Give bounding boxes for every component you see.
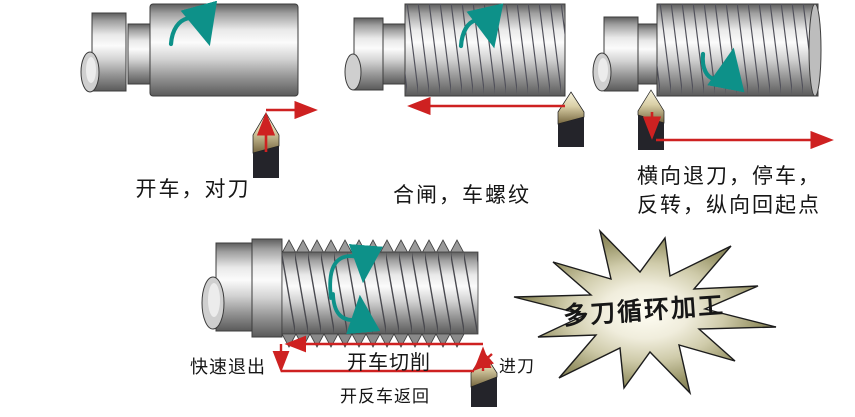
workpiece2-groove — [382, 23, 406, 85]
workpiece3-end-highlight — [598, 58, 608, 82]
toolpath-arrows-step1 — [256, 100, 318, 152]
workpiece-step2 — [344, 3, 566, 97]
rotation-arrow-icon — [458, 3, 504, 49]
workpiece4-thread-crests-bottom — [281, 333, 465, 348]
workpiece3-groove — [637, 23, 658, 85]
step3-caption-line2: 反转，纵向回起点 — [637, 193, 821, 217]
workpiece-step3 — [592, 3, 822, 97]
workpiece1-groove — [127, 23, 151, 85]
workpiece4-end-highlight — [208, 283, 220, 317]
step3-caption-line1: 横向退刀，停车， — [637, 164, 821, 188]
cycle-path-arrows — [272, 335, 495, 373]
workpiece3-end-cap — [808, 3, 822, 97]
reverse-return-label: 开反车返回 — [340, 387, 430, 406]
rapid-retract-label: 快速退出 — [190, 357, 266, 377]
workpiece-cycle — [201, 238, 479, 348]
workpiece4-flange — [251, 238, 283, 338]
step1-caption: 开车，对刀 — [135, 177, 251, 201]
reverse-rotation-arrow-icon — [700, 47, 745, 93]
workpiece4-threads — [282, 252, 478, 334]
toolpath-arrows-step3 — [642, 112, 834, 150]
step2-caption: 合闸，车螺纹 — [393, 183, 531, 207]
workpiece2-end-face — [344, 53, 362, 91]
workpiece4-thread-crests-top — [281, 239, 465, 254]
step3-caption: 横向退刀，停车， 反转，纵向回起点 — [602, 162, 855, 220]
workpiece2-threads — [405, 4, 565, 96]
workpiece3-threads — [657, 4, 818, 96]
workpiece1-body — [149, 3, 299, 97]
multi-pass-burst — [513, 228, 777, 396]
cutting-tool-icon — [557, 91, 585, 147]
workpiece1-end-highlight — [86, 57, 96, 83]
feed-in-label: 进刀 — [499, 357, 535, 376]
rotation-ellipse-arrow-icon — [328, 244, 383, 335]
rotation-arrow-icon — [168, 0, 218, 47]
cutting-label: 开车切削 — [347, 352, 431, 374]
